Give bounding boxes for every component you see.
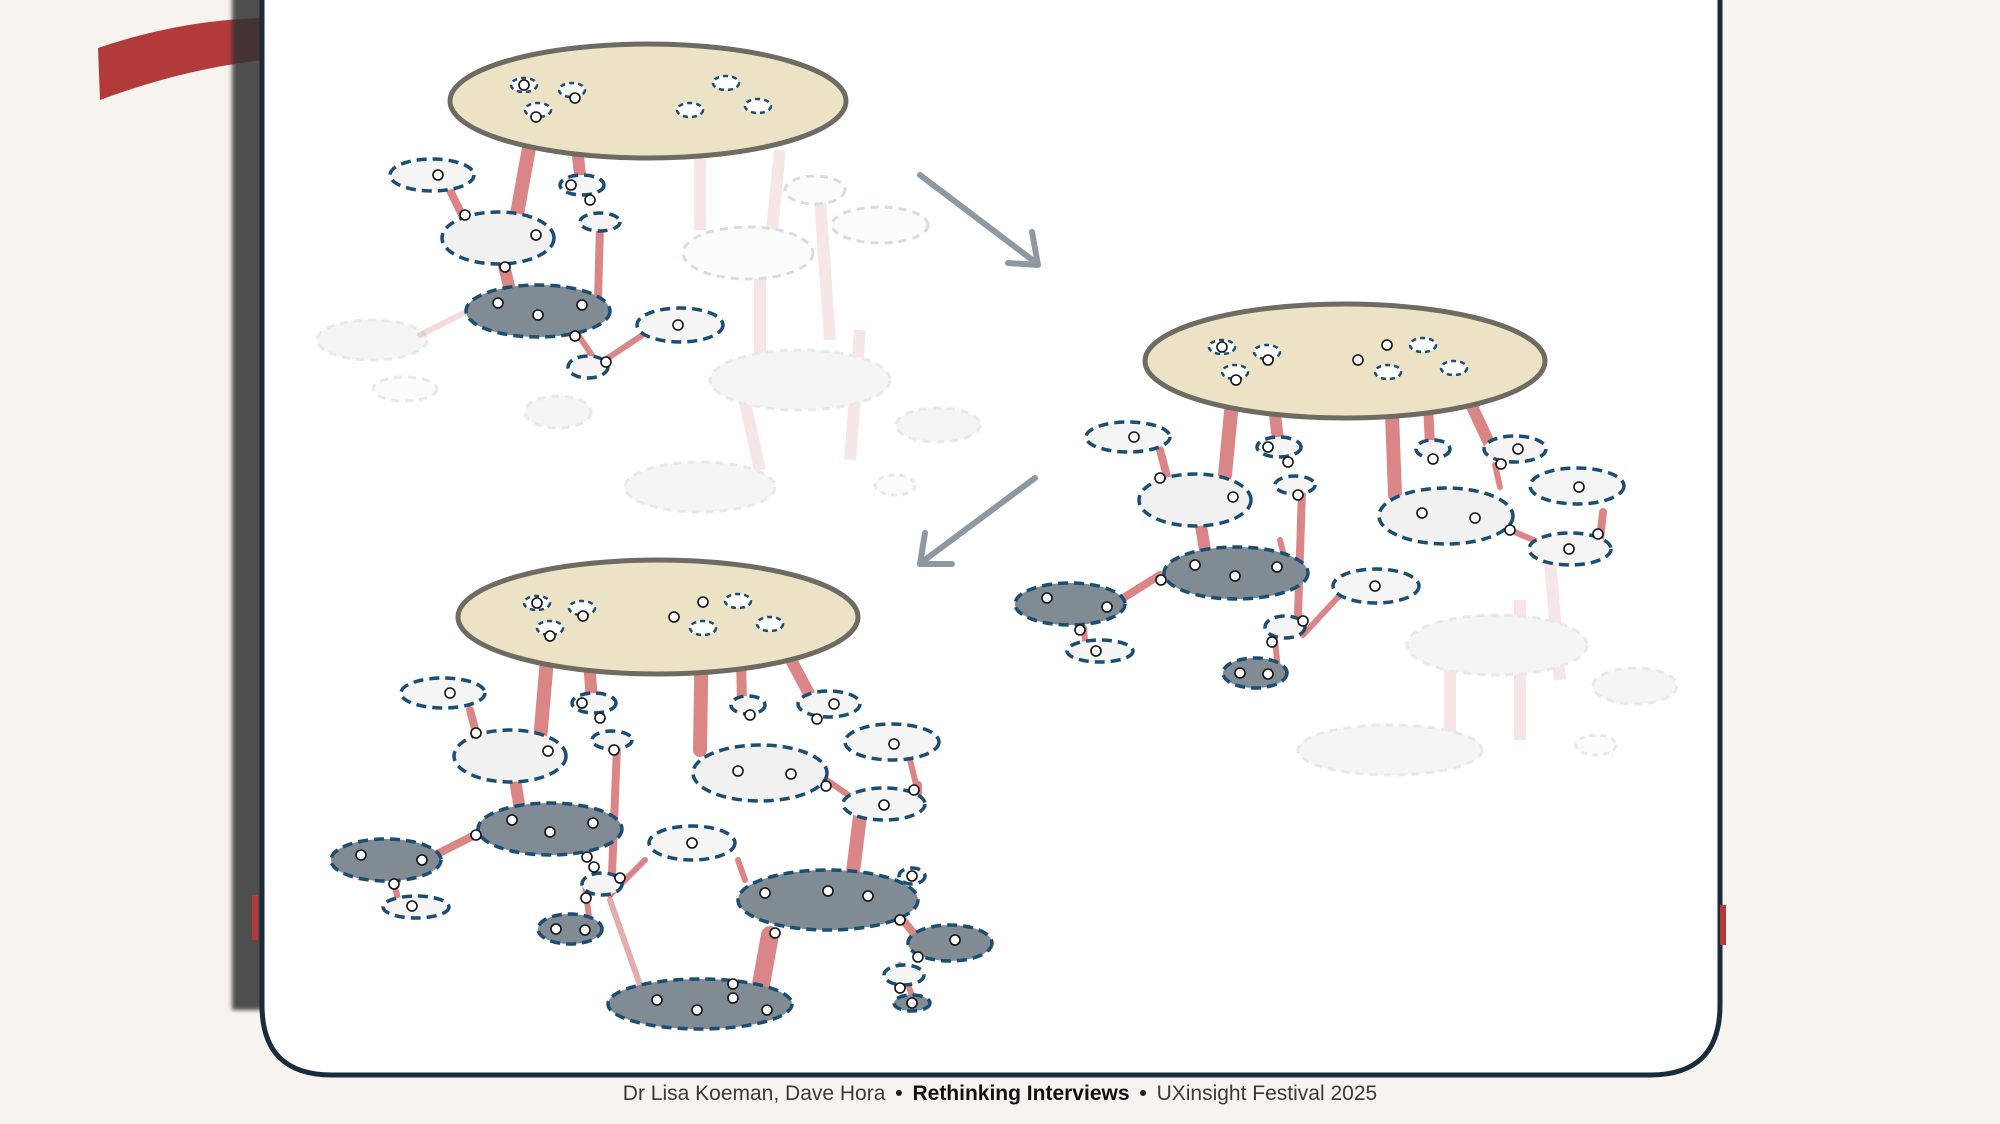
slide-footer: Dr Lisa Koeman, Dave Hora • Rethinking I… [0,1082,2000,1106]
stage-1-ghost-network [315,130,982,514]
notebook-frame [259,0,1723,1078]
footer-separator-2: • [1139,1082,1147,1105]
frame-tab-left [252,895,258,940]
stage-2-diagram [1013,301,1679,777]
stage-2-node-dots [1041,339,1604,680]
footer-authors: Dr Lisa Koeman, Dave Hora [622,1082,886,1105]
stage-3-surface [455,557,861,677]
stage-2-ghost-network [1296,559,1679,777]
arrow-stage1-to-stage2 [917,172,1038,265]
stage-1-surface-nodes [509,74,773,119]
stage-3-surface-nodes [522,592,785,637]
frame-tab-right [1720,905,1726,945]
footer-separator-1: • [895,1082,903,1105]
arrowhead-stage2-to-stage3 [917,530,955,567]
stage-3-node-dots [355,596,961,1016]
arrowhead-stage1-to-stage2 [1005,229,1041,268]
stage-1-surface [447,41,849,161]
footer-event: UXinsight Festival 2025 [1156,1082,1378,1105]
stage-2-surface-nodes [1207,336,1469,381]
stage-3-nodes [329,676,994,1031]
arrow-stage2-to-stage3 [919,475,1038,565]
ribbon-decoration [98,18,262,100]
footer-talk-title: Rethinking Interviews [912,1082,1130,1105]
stage-1-diagram [315,41,982,514]
stage-3-diagram [329,557,994,1031]
stage-1-node-dots [432,79,684,368]
stage-2-surface [1142,301,1548,421]
